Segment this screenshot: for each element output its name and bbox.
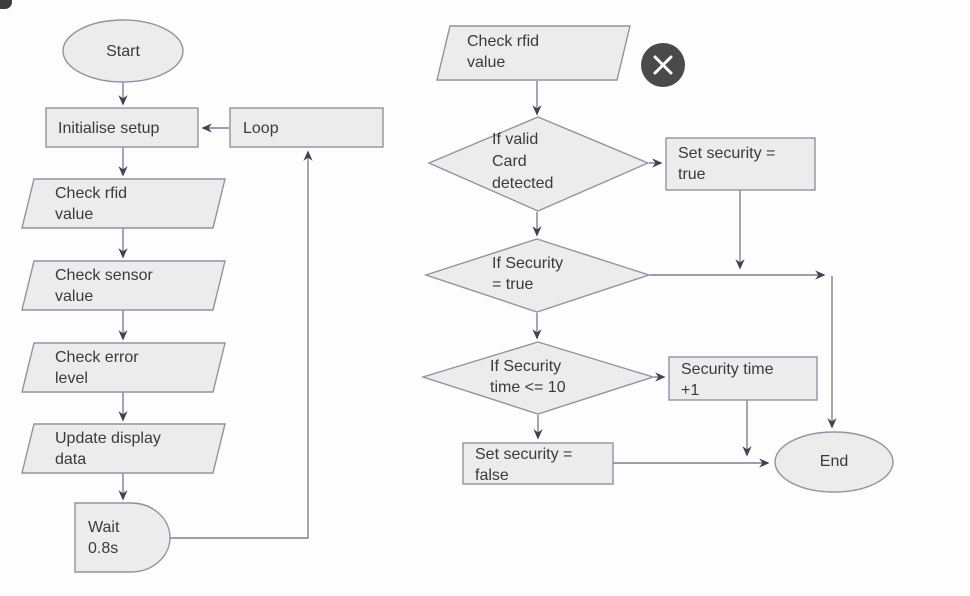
check-sensor-label: Check sensor value (55, 267, 153, 305)
update-display-io-shape (21, 423, 226, 474)
check-error-io-shape (21, 342, 226, 393)
update-display-label: Update display data (55, 430, 161, 468)
set-security-true-label: Set security = true (678, 145, 776, 183)
security-true-decision-shape (423, 238, 652, 313)
check-rfid-label-right: Check rfid value (467, 33, 540, 71)
set-security-false-process-shape (462, 442, 614, 485)
screen-corner-artifact (0, 0, 12, 9)
wait-delay-shape (74, 502, 171, 573)
security-time-label: If Security time <= 10 (490, 358, 566, 396)
initialise-label: Initialise setup (58, 120, 160, 137)
set-security-false-label: Set security = false (475, 446, 573, 484)
valid-card-label: If valid Card detected (492, 131, 554, 192)
end-label: End (819, 453, 849, 470)
check-rfid-io-shape-right (436, 25, 631, 81)
security-time-decision-shape (420, 341, 656, 415)
loop-process-shape (229, 107, 384, 148)
valid-card-decision-shape (427, 116, 650, 212)
wait-label: Wait 0.8s (88, 519, 120, 557)
close-icon[interactable] (641, 43, 685, 87)
security-time-increment-process-shape (668, 356, 818, 401)
end-terminator-shape (774, 431, 894, 493)
connector-wait-to-loop (170, 150, 313, 539)
check-rfid-io-shape-left (21, 178, 226, 229)
check-rfid-label-left: Check rfid value (55, 185, 128, 223)
check-error-label: Check error level (55, 349, 139, 387)
check-sensor-io-shape (21, 260, 226, 311)
security-true-label: If Security = true (492, 255, 564, 293)
start-terminator-shape (62, 19, 184, 83)
loop-label: Loop (243, 120, 279, 137)
start-label: Start (106, 43, 140, 60)
initialise-process-shape (45, 107, 199, 148)
security-time-plus-label: Security time +1 (681, 361, 774, 399)
set-security-true-process-shape (665, 137, 816, 191)
